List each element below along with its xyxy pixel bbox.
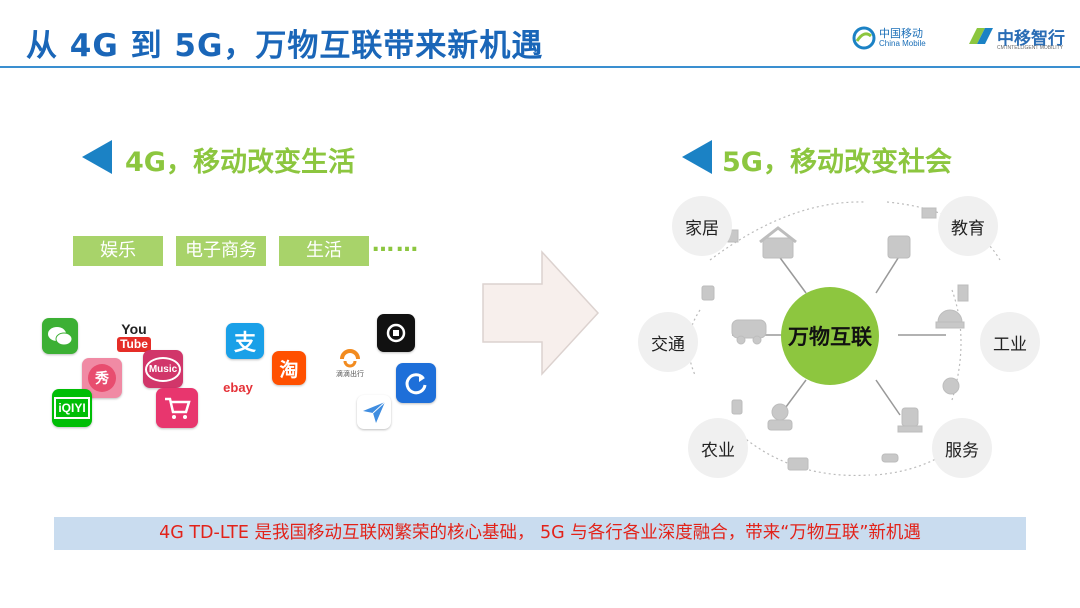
iqiyi-icon: iQIYI bbox=[52, 389, 92, 427]
ebay-icon: ebay bbox=[219, 372, 257, 402]
tag-life: 生活 bbox=[279, 236, 369, 266]
wechat-icon bbox=[42, 318, 78, 354]
page-title: 从 4G 到 5G，万物互联带来新机遇 bbox=[26, 28, 544, 64]
ebay-text: ebay bbox=[223, 379, 253, 395]
music-app-icon: Music bbox=[143, 350, 183, 388]
node-transport: 交通 bbox=[638, 312, 698, 372]
right-heading: 5G，移动改变社会 bbox=[722, 147, 952, 178]
youtube-top-text: You bbox=[121, 321, 147, 337]
tag-entertainment: 娱乐 bbox=[73, 236, 163, 266]
shopping-cart-icon bbox=[156, 388, 198, 428]
node-education: 教育 bbox=[938, 196, 998, 256]
node-agriculture: 农业 bbox=[688, 418, 748, 478]
zhongyi-en: CM INTELLIGENT MOBILITY bbox=[997, 45, 1064, 51]
summary-banner: 4G TD-LTE 是我国移动互联网繁荣的核心基础， 5G 与各行各业深度融合，… bbox=[54, 517, 1026, 550]
node-industry: 工业 bbox=[980, 312, 1040, 372]
iot-center-hub: 万物互联 bbox=[781, 287, 879, 385]
china-mobile-cn: 中国移动 bbox=[879, 28, 923, 40]
right-heading-triangle-icon bbox=[682, 140, 712, 174]
paper-plane-icon bbox=[357, 395, 391, 429]
taobao-icon: 淘 bbox=[272, 351, 306, 385]
alipay-text: 支 bbox=[233, 330, 256, 355]
transition-arrow-icon bbox=[482, 250, 600, 376]
iqiyi-text: iQIYI bbox=[54, 397, 90, 419]
tag-more-ellipsis: …… bbox=[372, 232, 420, 257]
title-divider bbox=[0, 66, 1080, 68]
uber-icon bbox=[377, 314, 415, 352]
refresh-app-icon bbox=[396, 363, 436, 403]
zhongyi-cn: 中移智行 bbox=[997, 29, 1065, 48]
tag-ecommerce: 电子商务 bbox=[176, 236, 266, 266]
zhongyi-logo-icon bbox=[969, 28, 993, 44]
youtube-icon: You Tube bbox=[114, 319, 154, 355]
china-mobile-logo-icon bbox=[852, 26, 876, 50]
china-mobile-en: China Mobile bbox=[879, 39, 926, 48]
youtube-bottom-text: Tube bbox=[117, 337, 151, 352]
node-home: 家居 bbox=[672, 196, 732, 256]
alipay-icon: 支 bbox=[226, 323, 264, 359]
left-heading-triangle-icon bbox=[82, 140, 112, 174]
left-heading: 4G，移动改变生活 bbox=[125, 147, 355, 178]
didi-icon: 滴滴出行 bbox=[330, 344, 370, 382]
node-service: 服务 bbox=[932, 418, 992, 478]
taobao-text: 淘 bbox=[279, 359, 299, 381]
didi-text: 滴滴出行 bbox=[336, 371, 364, 378]
zhongyi-logo: 中移智行 CM INTELLIGENT MOBILITY bbox=[965, 22, 1065, 54]
china-mobile-logo: 中国移动 China Mobile bbox=[852, 24, 932, 52]
music-app-text: Music bbox=[144, 356, 182, 382]
show-app-text: 秀 bbox=[88, 364, 116, 392]
